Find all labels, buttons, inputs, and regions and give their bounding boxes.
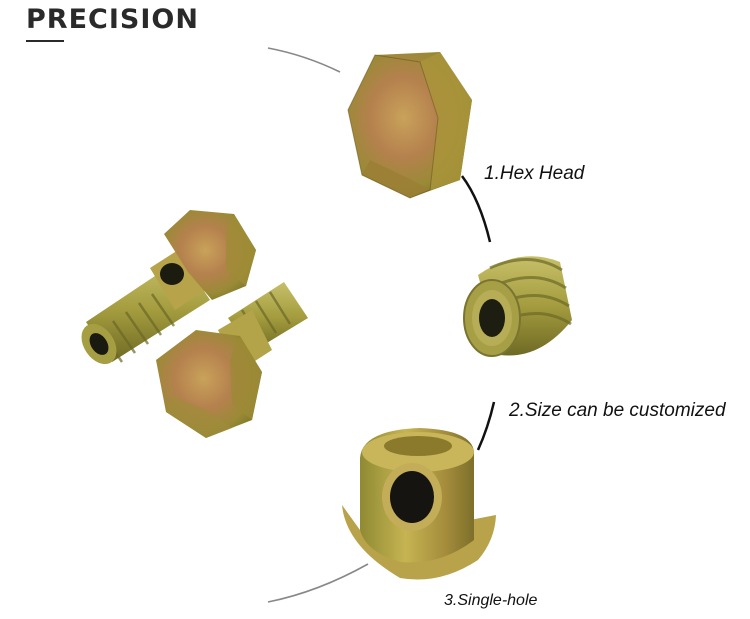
connector-line-2 (476, 401, 496, 451)
threaded-sleeve-image (463, 256, 572, 357)
feature-label-size-customized: 2.Size can be customized (509, 400, 726, 421)
feature-label-hex-head: 1.Hex Head (484, 163, 585, 184)
title-underline (26, 40, 64, 42)
page-title: PRECISION (26, 4, 199, 35)
circle-arc-bottom (267, 563, 369, 603)
single-hole-part-image (342, 428, 496, 580)
feature-label-single-hole: 3.Single-hole (444, 592, 538, 609)
assembled-bolts-image (81, 210, 308, 438)
connector-line-1 (460, 175, 492, 243)
hex-head-image (347, 52, 472, 199)
circle-arc-top (267, 47, 341, 73)
